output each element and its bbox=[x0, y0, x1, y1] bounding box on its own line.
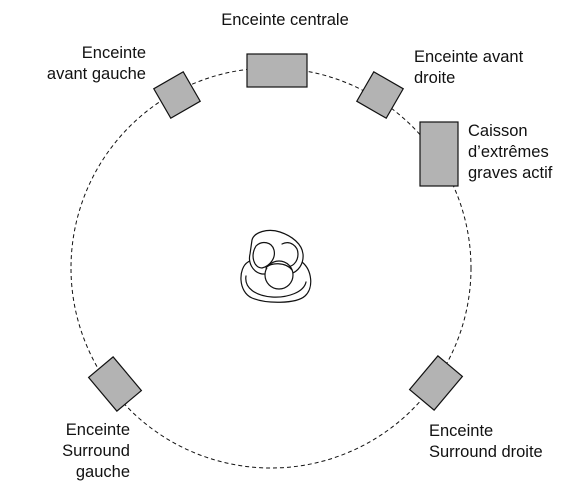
label-front-right: Enceinte avant droite bbox=[414, 48, 524, 87]
label-center: Enceinte centrale bbox=[221, 11, 349, 29]
surround-right-speaker bbox=[408, 355, 464, 411]
person-seated-icon bbox=[240, 229, 312, 303]
front-right-speaker bbox=[355, 70, 405, 120]
label-subwoofer: Caisson d’extrêmes graves actif bbox=[468, 122, 553, 182]
label-front-left: Enceinte avant gauche bbox=[46, 44, 146, 83]
front-left-speaker bbox=[152, 70, 202, 120]
label-surround-right: Enceinte Surround droite bbox=[429, 422, 543, 461]
listening-circle bbox=[70, 67, 472, 469]
center-speaker bbox=[246, 53, 308, 88]
label-surround-left: Enceinte Surround gauche bbox=[62, 421, 130, 481]
subwoofer-speaker bbox=[419, 121, 459, 187]
surround-left-speaker bbox=[87, 356, 143, 412]
